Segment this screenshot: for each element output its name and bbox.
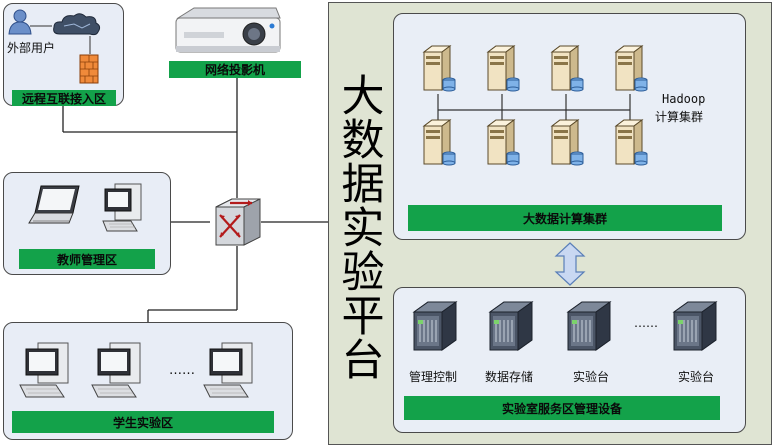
compute-cluster-caption: 计算集群 <box>655 110 704 124</box>
network-switch-icon <box>215 198 261 246</box>
remote-access-zone: 外部用户 远程互联接入区 <box>3 3 124 106</box>
platform-title-char: 据 <box>341 160 385 210</box>
device-label-management: 管理控制 <box>409 370 458 384</box>
internet-cloud-icon <box>53 13 101 36</box>
device-label-storage: 数据存储 <box>485 370 534 384</box>
cluster-bus-lines <box>437 94 631 124</box>
laptop-icon <box>28 185 80 224</box>
hadoop-label: Hadoop <box>662 92 706 106</box>
lab-service-zone-label: 实验室服务区管理设备 <box>404 396 720 420</box>
student-zone: …… 学生实验区 <box>3 322 293 440</box>
platform-vertical-title: 大 数 据 实 验 平 台 <box>339 76 387 384</box>
server-icon <box>420 44 458 92</box>
service-ellipsis: …… <box>634 316 658 330</box>
student-zone-label: 学生实验区 <box>12 411 274 433</box>
student-pc-icon-3 <box>203 342 253 398</box>
teacher-zone: 教师管理区 <box>3 172 171 275</box>
user-icon <box>8 9 32 35</box>
server-icon <box>612 44 650 92</box>
projector-icon <box>175 7 281 53</box>
lab-service-zone: …… 管理控制 数据存储 实验台 实验台 实验室服务区管理设备 <box>393 287 746 433</box>
platform-title-char: 台 <box>341 336 385 386</box>
platform-title-char: 大 <box>341 72 385 122</box>
desktop-pc-icon <box>102 183 142 232</box>
projector-label: 网络投影机 <box>169 61 301 78</box>
rack-server-icon <box>488 300 534 352</box>
server-icon <box>612 118 650 166</box>
device-label-lab-bench-2: 实验台 <box>678 370 715 384</box>
external-user-label: 外部用户 <box>7 41 56 55</box>
server-icon <box>548 44 586 92</box>
student-pc-icon-2 <box>91 342 141 398</box>
student-ellipsis: …… <box>169 363 195 378</box>
compute-cluster-label: 大数据计算集群 <box>408 205 722 231</box>
student-pc-icon-1 <box>19 342 69 398</box>
device-label-lab-bench-1: 实验台 <box>573 370 610 384</box>
server-icon <box>484 44 522 92</box>
rack-server-icon <box>672 300 718 352</box>
bidirectional-arrow-icon <box>554 242 586 286</box>
rack-server-icon <box>412 300 458 352</box>
server-icon <box>548 118 586 166</box>
remote-link-lines <box>30 25 91 54</box>
firewall-icon <box>79 54 99 84</box>
platform-title-char: 验 <box>341 248 385 298</box>
server-icon <box>484 118 522 166</box>
platform-title-char: 平 <box>341 292 385 342</box>
teacher-zone-label: 教师管理区 <box>19 249 155 269</box>
platform-title-char: 实 <box>341 204 385 254</box>
server-icon <box>420 118 458 166</box>
compute-cluster-zone: Hadoop 计算集群 大数据计算集群 <box>393 13 746 240</box>
platform-title-char: 数 <box>341 116 385 166</box>
rack-server-icon <box>566 300 612 352</box>
remote-access-zone-label: 远程互联接入区 <box>12 90 116 106</box>
